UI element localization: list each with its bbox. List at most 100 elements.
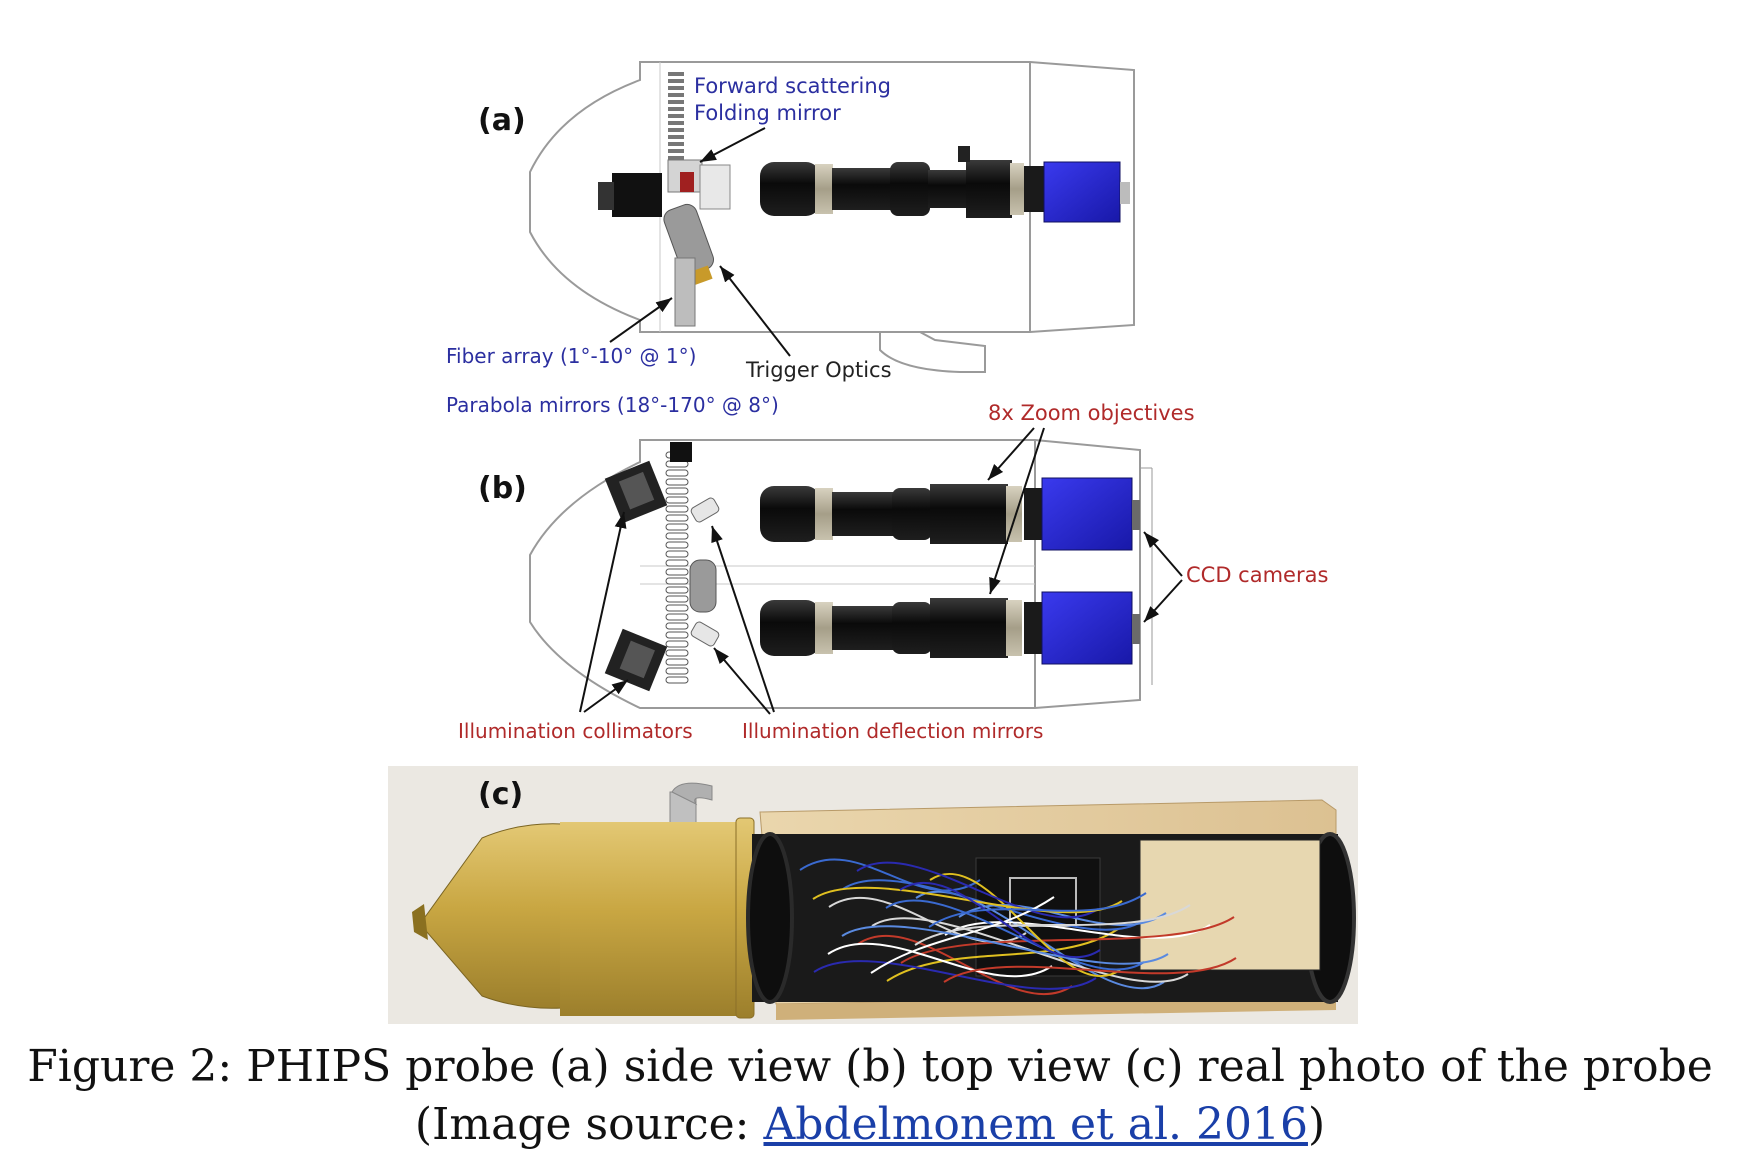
fiber-slat: [668, 100, 684, 104]
parabola-mirror: [665, 541, 689, 549]
folding-mirror-block: [612, 173, 662, 217]
cable: [813, 960, 1097, 990]
parabola-mirror: [665, 532, 689, 540]
parabola-mirror: [665, 676, 689, 684]
illumination-deflection-mirror-bottom: [690, 621, 720, 647]
fiber-slat: [668, 93, 684, 97]
parabola-mirror: [665, 640, 689, 648]
panel-b-label: (b): [478, 471, 527, 506]
label-zoom-objectives: 8x Zoom objectives: [988, 401, 1195, 425]
zoom-objective-b-upper: [760, 484, 1022, 544]
figure-caption-line-2: (Image source: Abdelmonem et al. 2016): [0, 1098, 1740, 1152]
fiber-slat: [668, 142, 684, 146]
central-tube-b: [689, 559, 717, 613]
probe-gold-body: [412, 782, 755, 1019]
label-folding-mirror: Folding mirror: [694, 101, 841, 125]
cable: [827, 942, 1053, 978]
cable: [856, 861, 1099, 919]
label-illumination-deflection-mirrors: Illumination deflection mirrors: [742, 719, 1043, 743]
fiber-slat: [668, 121, 684, 125]
zoom-objective-a: [760, 146, 1024, 218]
arrow-fiber-array: [609, 297, 673, 343]
cable: [857, 935, 1073, 995]
parabola-mirror: [665, 595, 689, 603]
cable: [900, 916, 1235, 964]
cable: [885, 899, 1145, 971]
fiber-slat: [668, 72, 684, 76]
label-ccd-cameras: CCD cameras: [1186, 563, 1328, 587]
trigger-housing-bump: [879, 331, 986, 373]
label-trigger-optics: Trigger Optics: [745, 358, 892, 382]
fiber-slat: [668, 86, 684, 90]
fiber-slat: [668, 149, 684, 153]
parabola-mirror: [665, 505, 689, 513]
fiber-slat: [668, 107, 684, 111]
arrow-ccd-lower: [1143, 579, 1183, 623]
parabola-mirror: [665, 658, 689, 666]
label-parabola-mirrors: Parabola mirrors (18°-170° @ 8°): [446, 393, 779, 417]
parabola-mirror: [665, 631, 689, 639]
label-illumination-collimators: Illumination collimators: [458, 719, 693, 743]
illumination-deflection-mirror-top: [690, 497, 720, 523]
arrow-collimator-bottom: [583, 679, 629, 713]
arrow-folding-mirror: [699, 127, 766, 163]
cable: [928, 892, 1147, 928]
arrow-zoom-upper: [987, 427, 1035, 481]
probe-internal-frame: [746, 832, 1356, 1004]
parabola-mirror: [665, 586, 689, 594]
panel-a-side-view: (a): [446, 61, 1135, 382]
fiber-slat: [668, 156, 684, 160]
parabola-mirror-array: [665, 451, 689, 684]
cable: [943, 957, 1237, 983]
arrow-zoom-lower: [989, 427, 1045, 595]
parabola-mirror: [665, 478, 689, 486]
internal-wiring: [799, 858, 1237, 995]
arrow-deflection-bottom: [713, 647, 771, 715]
illumination-collimator-bottom: [604, 628, 668, 692]
caption-source-suffix: ): [1307, 1099, 1326, 1150]
parabola-mirror: [665, 667, 689, 675]
panel-b-top-view: (b): [446, 393, 1328, 743]
fiber-slat: [668, 135, 684, 139]
label-forward-scattering: Forward scattering: [694, 74, 891, 98]
parabola-mirror: [665, 604, 689, 612]
figure-caption-line-1: Figure 2: PHIPS probe (a) side view (b) …: [27, 1041, 1713, 1092]
parabola-mirror: [665, 514, 689, 522]
fiber-slat: [668, 114, 684, 118]
parabola-mirror: [665, 622, 689, 630]
ccd-camera-b-lower: [1024, 591, 1140, 665]
parabola-mirror: [665, 649, 689, 657]
cable: [841, 925, 1169, 965]
parabola-mirror: [665, 568, 689, 576]
parabola-mirror: [665, 469, 689, 477]
ccd-camera-b-upper: [1024, 477, 1140, 551]
parabola-mirror: [665, 523, 689, 531]
zoom-objective-b-lower: [760, 598, 1022, 658]
cable: [799, 858, 981, 892]
parabola-mirror: [665, 613, 689, 621]
caption-source-prefix: (Image source:: [414, 1099, 764, 1150]
fiber-slat: [668, 79, 684, 83]
parabola-mirror: [665, 496, 689, 504]
cable: [886, 928, 1119, 982]
panel-c-label: (c): [478, 777, 523, 812]
parabola-mirror: [665, 559, 689, 567]
panel-c-photo: (c): [388, 766, 1358, 1024]
panel-a-label: (a): [478, 103, 526, 138]
parabola-mirror: [665, 550, 689, 558]
fiber-slat: [668, 128, 684, 132]
arrow-trigger-optics: [719, 265, 791, 357]
arrow-deflection-top: [711, 525, 775, 713]
fiber-array-block: [674, 257, 696, 327]
label-fiber-array: Fiber array (1°-10° @ 1°): [446, 344, 696, 368]
ccd-camera-a: [1024, 161, 1130, 223]
arrow-collimator-top: [579, 511, 627, 713]
parabola-mirror: [665, 577, 689, 585]
illumination-collimator-top: [604, 460, 668, 524]
arrow-ccd-upper: [1143, 531, 1183, 577]
trigger-optics-tube: [663, 203, 715, 285]
cable: [899, 881, 1101, 959]
citation-link[interactable]: Abdelmonem et al. 2016: [763, 1099, 1308, 1150]
probe-housing-outline-b: [529, 439, 1141, 709]
fiber-array-stack: [668, 72, 684, 160]
